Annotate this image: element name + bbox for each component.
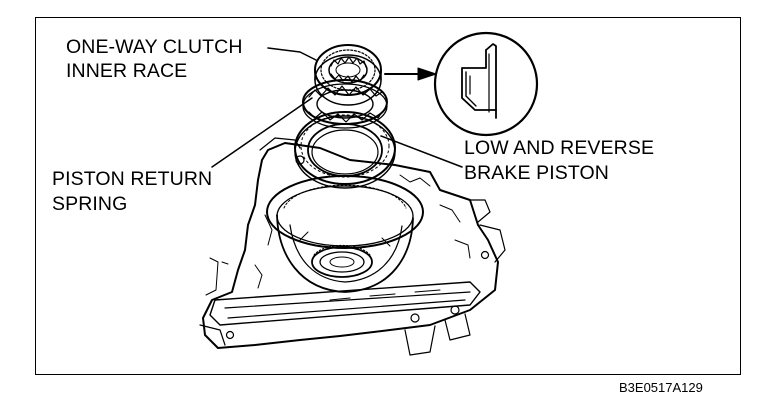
label-brake-piston-line2: BRAKE PISTON (464, 162, 609, 184)
leader-one-way-clutch (267, 47, 317, 61)
leader-brake-piston (380, 135, 463, 168)
drum-bore (266, 175, 424, 293)
label-piston-return-line1: PISTON RETURN (52, 168, 213, 190)
figure-code: B3E0517A129 (619, 380, 703, 395)
transmission-housing (199, 137, 506, 356)
one-way-clutch-inner-race (314, 44, 382, 106)
detail-arrow (384, 67, 437, 81)
label-one-way-clutch-line2: INNER RACE (66, 60, 188, 82)
figure-frame (35, 17, 741, 375)
label-piston-return-line2: SPRING (52, 193, 128, 215)
piston-return-spring (302, 79, 388, 129)
label-brake-piston-line1: LOW AND REVERSE (464, 137, 655, 159)
label-one-way-clutch-line1: ONE-WAY CLUTCH (66, 36, 243, 58)
brake-piston (294, 111, 396, 189)
detail-magnifier (433, 31, 539, 137)
leader-piston-return-spring (211, 97, 313, 168)
